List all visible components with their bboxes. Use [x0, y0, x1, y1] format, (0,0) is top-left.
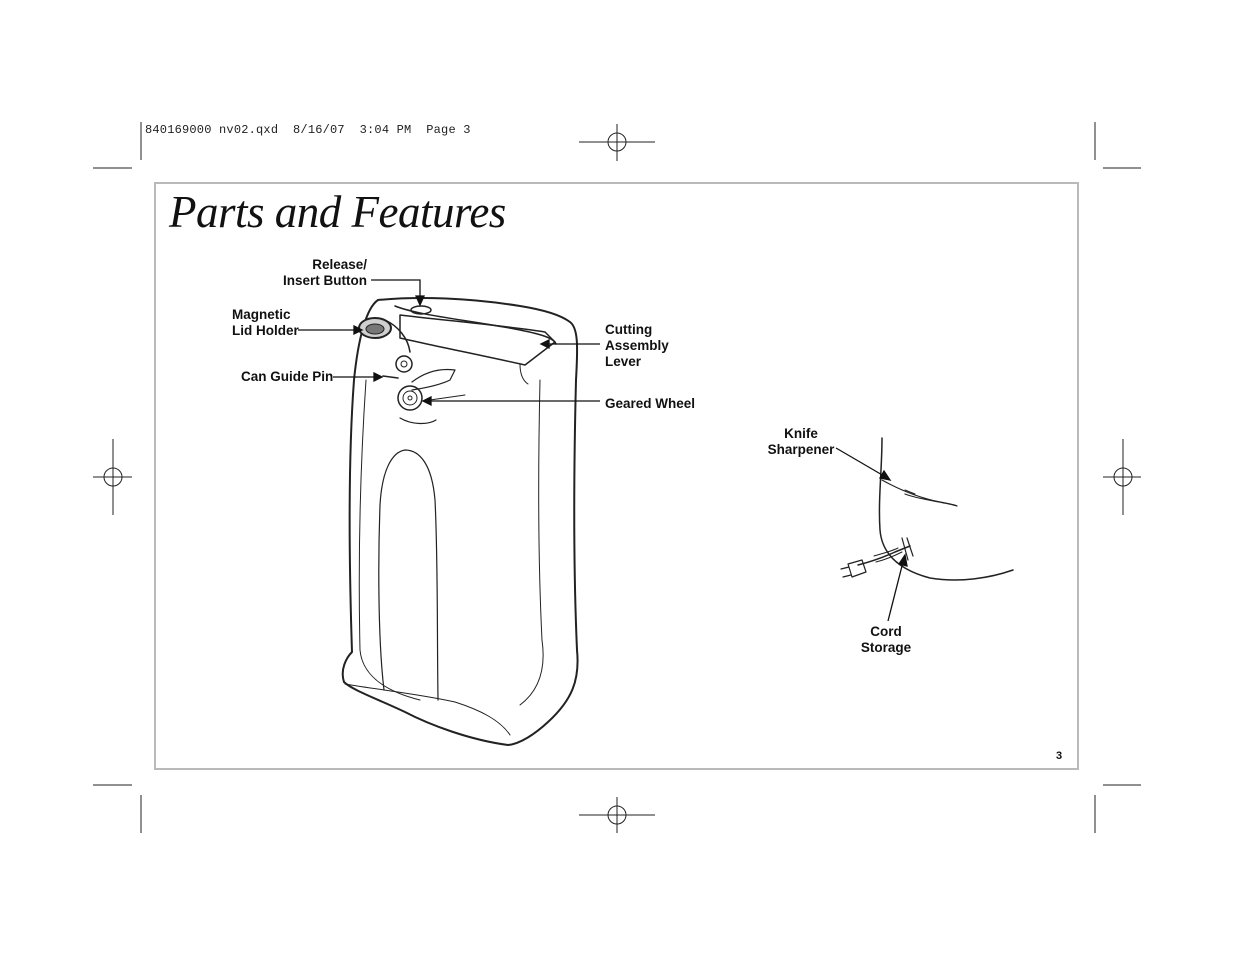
label-knife-sharpener-line2: Sharpener: [767, 442, 835, 457]
label-cutting-assembly-lever: Cutting Assembly Lever: [605, 322, 669, 370]
label-release-insert-button-line2: Insert Button: [283, 273, 367, 288]
can-opener-illustration: [341, 297, 579, 746]
label-cord-storage: Cord Storage: [857, 624, 915, 656]
label-magnetic-lid-holder-line1: Magnetic: [232, 307, 291, 322]
label-cord-storage-line2: Storage: [860, 640, 912, 655]
label-knife-sharpener: Knife Sharpener: [764, 426, 838, 458]
label-cord-storage-line1: Cord: [870, 624, 902, 639]
crop-marks: [93, 122, 1141, 833]
registration-marks: [93, 124, 1141, 833]
registration-mark-top: [579, 124, 655, 161]
label-cutting-assembly-lever-line3: Lever: [605, 354, 642, 369]
label-geared-wheel: Geared Wheel: [605, 396, 696, 411]
label-release-insert-button: Release/ Insert Button: [282, 257, 367, 289]
registration-mark-right: [1103, 439, 1141, 515]
registration-mark-bottom: [579, 797, 655, 833]
registration-mark-left: [93, 439, 132, 515]
label-cutting-assembly-lever-line1: Cutting: [605, 322, 653, 337]
label-cutting-assembly-lever-line2: Assembly: [605, 338, 669, 353]
label-magnetic-lid-holder-line2: Lid Holder: [232, 323, 299, 338]
slug-line: 840169000 nv02.qxd 8/16/07 3:04 PM Page …: [145, 123, 471, 137]
page-number: 3: [1056, 750, 1063, 762]
side-view-illustration: [840, 437, 1014, 581]
label-magnetic-lid-holder: Magnetic Lid Holder: [232, 307, 299, 339]
leader-lines: [298, 279, 908, 622]
page-frame: [154, 182, 1079, 770]
page-title: Parts and Features: [169, 187, 506, 237]
label-knife-sharpener-line1: Knife: [784, 426, 818, 441]
label-release-insert-button-line1: Release/: [312, 257, 367, 272]
label-can-guide-pin: Can Guide Pin: [241, 369, 334, 384]
